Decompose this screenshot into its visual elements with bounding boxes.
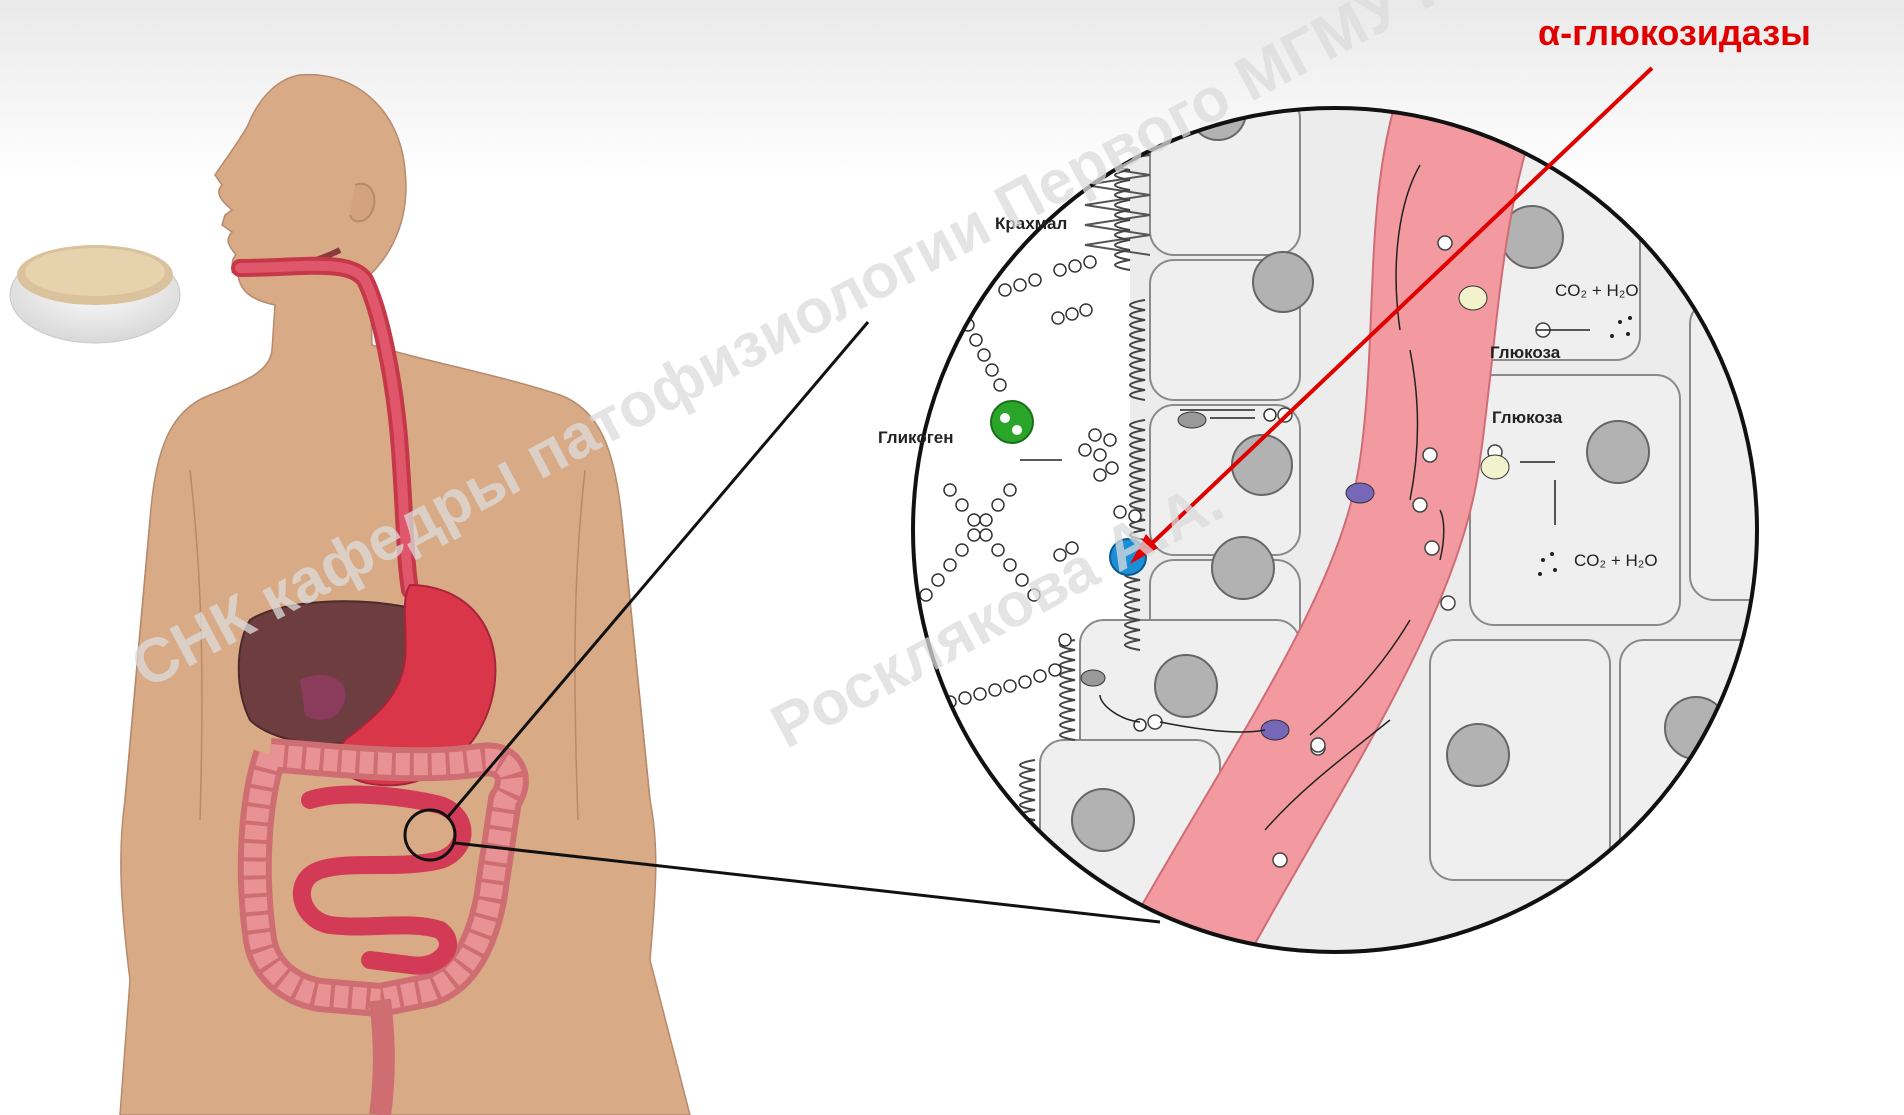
co2-h2o-bottom-label: CO₂ + H₂O: [1574, 551, 1658, 571]
glucose-mid-label: Глюкоза: [1492, 408, 1562, 428]
co2-h2o-top-label: CO₂ + H₂O: [1555, 281, 1639, 301]
glycogen-enzyme: [991, 401, 1033, 443]
glucose-top-label: Глюкоза: [1490, 343, 1560, 363]
enzyme-label: α-глюкозидазы: [1538, 12, 1811, 54]
grain-bowl: [10, 245, 180, 343]
glycogen-label: Гликоген: [878, 428, 954, 448]
